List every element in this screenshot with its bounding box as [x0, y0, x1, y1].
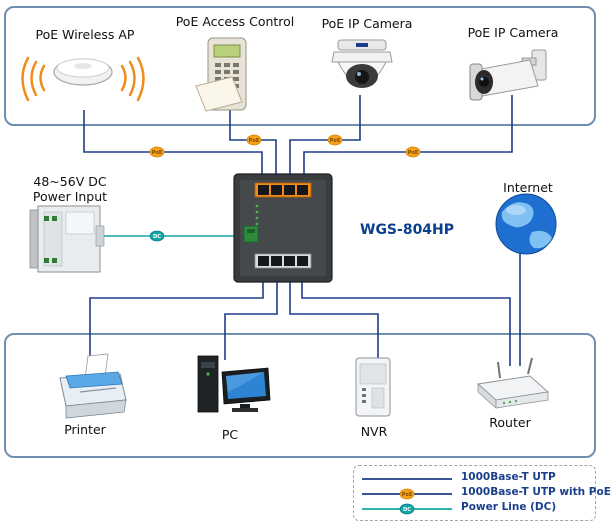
poe-badge-access: PoE [246, 134, 262, 146]
legend-item-utp: 1000Base-T UTP [354, 470, 597, 488]
router-label: Router [489, 415, 531, 430]
bullet-camera-icon [469, 49, 547, 101]
legend-utp-poe-swatch: PoE [362, 488, 452, 500]
legend-utp-swatch [362, 478, 452, 480]
line-switch-printer [89, 268, 264, 362]
poe-badge-camera2: PoE [405, 146, 421, 158]
dome-camera-icon [331, 39, 393, 88]
camera2-label: PoE IP Camera [467, 25, 559, 40]
legend-poe-badge-text: PoE [402, 492, 413, 498]
nvr-label: NVR [360, 424, 388, 439]
dc-badge: DC [149, 230, 165, 242]
wireless-ap-icon [21, 56, 145, 102]
switch-model-label: WGS-804HP [360, 222, 455, 238]
line-camera1-switch [289, 95, 361, 184]
poe-badge-camera2-text: PoE [408, 150, 419, 156]
camera1-label: PoE IP Camera [321, 16, 413, 31]
line-switch-router [301, 268, 511, 366]
internet-label: Internet [503, 180, 553, 195]
switch-device [233, 173, 333, 283]
line-access-switch [229, 108, 277, 184]
legend-utp-poe-label: 1000Base-T UTP with PoE [461, 486, 611, 498]
power-label-line2: Power Input [32, 189, 108, 204]
ap-label: PoE Wireless AP [35, 27, 135, 42]
legend-item-utp-poe: PoE 1000Base-T UTP with PoE [354, 485, 611, 503]
line-switch-pc [224, 268, 278, 360]
legend-dc-label: Power Line (DC) [461, 501, 557, 513]
poe-badge-camera1: PoE [327, 134, 343, 146]
access-control-label: PoE Access Control [175, 14, 295, 29]
poe-badge-access-text: PoE [249, 138, 260, 144]
printer-label: Printer [64, 422, 106, 437]
line-switch-nvr [289, 268, 379, 360]
dc-badge-text: DC [153, 234, 161, 240]
line-ap-switch [83, 110, 263, 184]
poe-badges: PoE PoE PoE PoE [149, 134, 421, 158]
legend-dc-badge-text: DC [403, 507, 411, 513]
legend-utp-label: 1000Base-T UTP [461, 471, 556, 483]
pc-label: PC [221, 427, 239, 442]
internet-globe-icon [495, 193, 557, 255]
legend: 1000Base-T UTP PoE 1000Base-T UTP with P… [353, 465, 611, 521]
router-icon [476, 357, 550, 409]
legend-item-dc: DC Power Line (DC) [354, 500, 597, 518]
poe-badge-ap: PoE [149, 146, 165, 158]
pc-icon [197, 355, 271, 413]
poe-badge-ap-text: PoE [152, 150, 163, 156]
power-label-line1: 48~56V DC [33, 174, 107, 189]
access-control-icon [195, 37, 247, 112]
poe-badge-camera1-text: PoE [330, 138, 341, 144]
power-supply-icon [29, 205, 105, 273]
nvr-icon [355, 357, 391, 417]
legend-dc-swatch: DC [362, 503, 452, 515]
printer-icon [59, 353, 127, 419]
